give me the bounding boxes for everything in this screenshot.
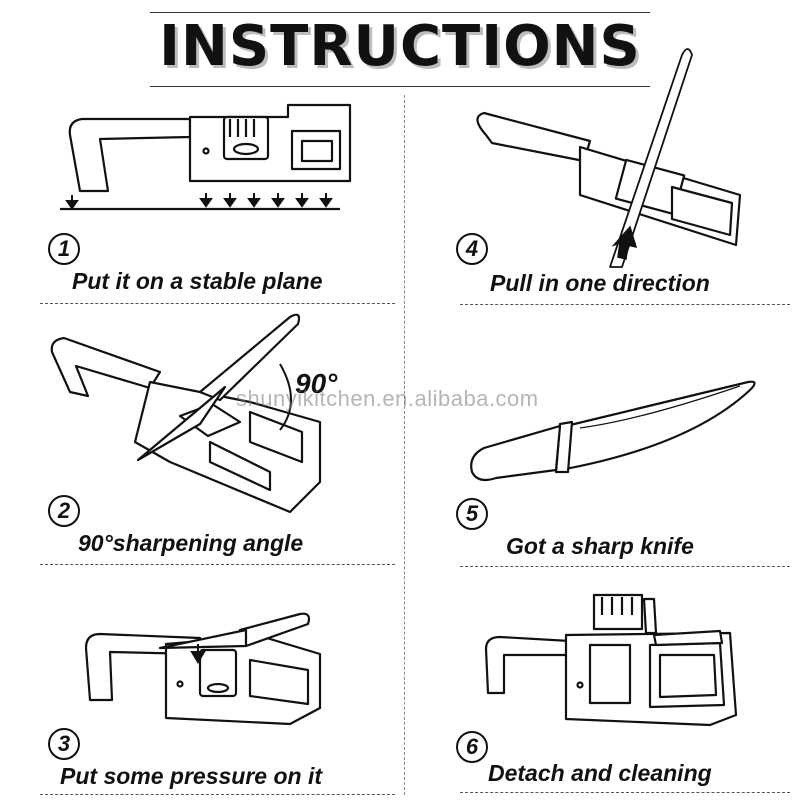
step-5-caption: Got a sharp knife — [506, 533, 694, 559]
step-3-caption: Put some pressure on it — [60, 763, 323, 789]
angle-label: 90° — [295, 368, 338, 399]
step-3-rule — [40, 794, 395, 795]
step-1-caption: Put it on a stable plane — [72, 268, 323, 294]
step-5-panel: 5 Got a sharp knife — [440, 370, 800, 570]
header: INSTRUCTIONS — [0, 0, 800, 95]
step-5-number: 5 — [456, 498, 488, 530]
step-1-panel: 1 Put it on a stable plane — [40, 95, 400, 310]
step-6-illustration — [484, 593, 738, 727]
step-2-number: 2 — [48, 495, 80, 527]
step-4-panel: 4 Pull in one direction — [440, 48, 800, 310]
step-6-rule — [460, 792, 790, 793]
step-2-rule — [40, 564, 395, 565]
page-title: INSTRUCTIONS — [159, 14, 641, 79]
step-3-illustration — [84, 612, 322, 726]
step-4-number: 4 — [456, 233, 488, 265]
step-6-number: 6 — [456, 731, 488, 763]
watermark: shunyikitchen.en.alibaba.com — [236, 386, 539, 411]
step-5-rule — [460, 566, 790, 567]
step-6-panel: 6 Detach and cleaning — [440, 585, 800, 800]
step-3-number: 3 — [48, 728, 80, 760]
title-bottom-rule — [150, 86, 650, 87]
step-1-number: 1 — [48, 233, 80, 265]
step-3-panel: 3 Put some pressure on it — [40, 600, 400, 800]
step-2-illustration — [50, 313, 322, 514]
title-top-rule — [150, 12, 650, 13]
step-4-caption: Pull in one direction — [490, 270, 710, 296]
column-divider — [404, 95, 405, 795]
step-2-panel: 90° 2 90°sharpening angle — [40, 312, 400, 572]
step-5-illustration — [470, 380, 756, 482]
step-4-illustration — [476, 48, 742, 268]
step-4-rule — [460, 304, 790, 305]
step-1-illustration — [60, 103, 352, 211]
step-6-caption: Detach and cleaning — [488, 760, 712, 786]
step-2-caption: 90°sharpening angle — [78, 530, 304, 556]
step-1-rule — [40, 303, 395, 304]
